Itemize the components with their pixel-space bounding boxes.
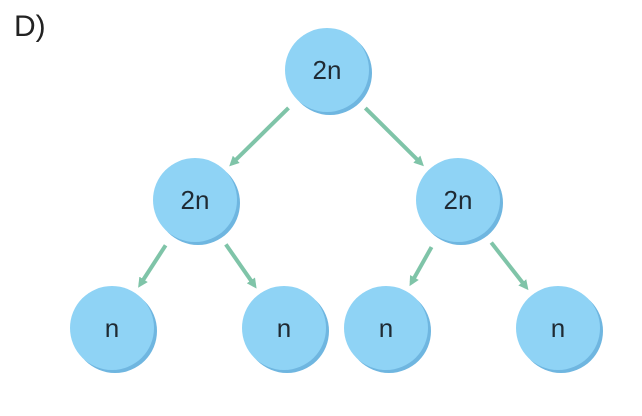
cell-body [285, 28, 369, 112]
cell-label: n [551, 313, 565, 343]
cell-root: 2n [285, 28, 372, 115]
cell-body [153, 158, 237, 242]
cell-label: n [105, 313, 119, 343]
cell-rr: n [516, 286, 603, 373]
arrow-root-to-left [229, 106, 290, 167]
cell-left: 2n [153, 158, 240, 245]
cell-lr: n [242, 286, 329, 373]
cell-body [516, 286, 600, 370]
arrow-left-to-lr [224, 243, 257, 289]
arrow-left-to-ll [138, 244, 168, 288]
cell-right: 2n [416, 158, 503, 245]
cell-body [344, 286, 428, 370]
cell-body [70, 286, 154, 370]
cell-body [242, 286, 326, 370]
panel-label: D) [14, 10, 46, 43]
arrow-right-to-rl [409, 246, 434, 287]
cell-label: n [277, 313, 291, 343]
arrow-root-to-right [363, 106, 424, 167]
cell-rl: n [344, 286, 431, 373]
arrows-layer [138, 106, 529, 291]
cell-label: 2n [313, 55, 342, 85]
cell-label: 2n [181, 185, 210, 215]
cell-ll: n [70, 286, 157, 373]
cell-label: n [379, 313, 393, 343]
cells-layer: 2n 2n 2n n n n n [70, 28, 603, 373]
cell-label: 2n [444, 185, 473, 215]
arrow-right-to-rr [489, 241, 529, 291]
cell-body [416, 158, 500, 242]
